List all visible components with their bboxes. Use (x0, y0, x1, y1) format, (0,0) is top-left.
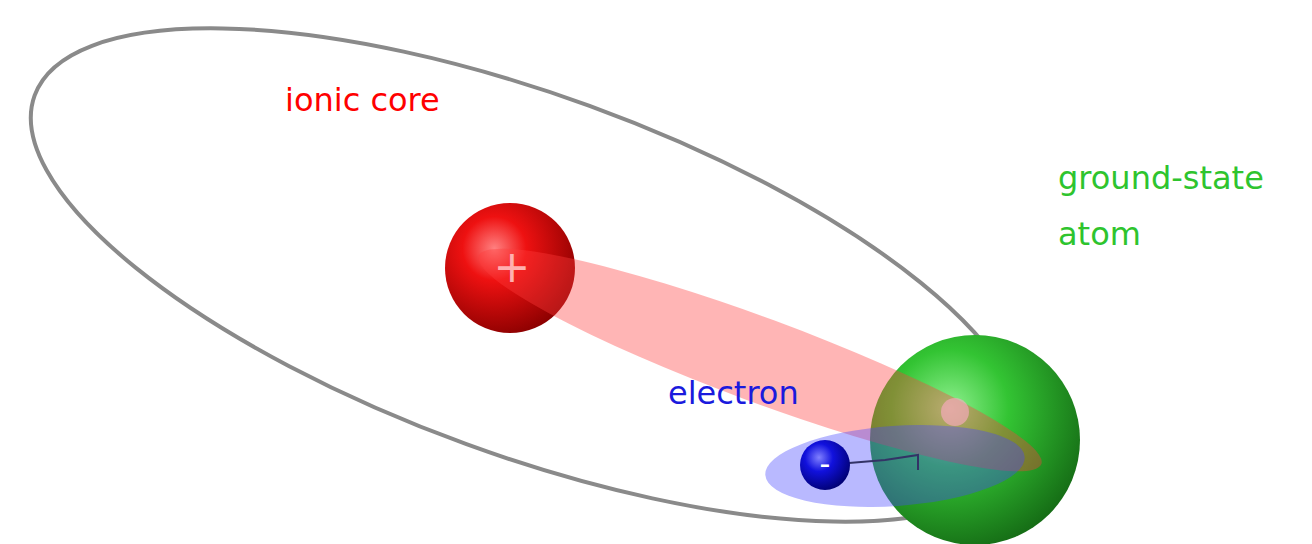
orbit-ellipse (0, 0, 1083, 544)
part-label: electron (668, 365, 799, 421)
charge-symbol: - (820, 438, 831, 491)
atom-highlight (941, 398, 969, 426)
part-label: ionic core (285, 72, 440, 128)
electron-atom-band (763, 417, 1028, 515)
part-label: ground-state atom (1058, 150, 1303, 262)
charge-symbol: + (494, 228, 531, 305)
